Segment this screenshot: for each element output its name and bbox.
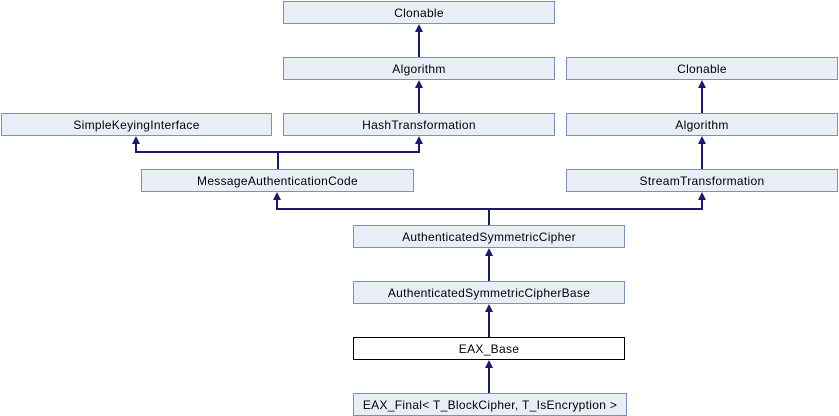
arrowhead-up-icon <box>485 360 493 368</box>
class-node-label: HashTransformation <box>362 117 476 132</box>
class-node-eaxfinal[interactable]: EAX_Final< T_BlockCipher, T_IsEncryption… <box>353 393 627 416</box>
class-node-hashtransformation[interactable]: HashTransformation <box>283 113 555 136</box>
arrowhead-up-icon <box>273 192 281 200</box>
class-node-clonable[interactable]: Clonable <box>283 1 555 24</box>
class-node-clonable2[interactable]: Clonable <box>566 57 838 80</box>
edge-line <box>701 86 703 113</box>
class-node-label: EAX_Base <box>458 341 520 356</box>
edge-line <box>418 30 420 57</box>
class-node-authenticatedsymmetriccipherbase[interactable]: AuthenticatedSymmetricCipherBase <box>353 281 625 304</box>
arrowhead-up-icon <box>698 136 706 144</box>
arrowhead-up-icon <box>132 136 140 144</box>
edge-line <box>276 198 278 210</box>
class-node-label: MessageAuthenticationCode <box>197 173 358 188</box>
class-node-label: Clonable <box>394 5 444 20</box>
edge-line <box>277 151 279 169</box>
class-node-label: Clonable <box>677 61 727 76</box>
arrowhead-up-icon <box>698 80 706 88</box>
class-node-algorithm[interactable]: Algorithm <box>283 57 555 80</box>
arrowhead-up-icon <box>698 192 706 200</box>
arrowhead-up-icon <box>415 136 423 144</box>
edge-line <box>135 142 137 153</box>
edge-line <box>488 366 490 393</box>
class-node-label: SimpleKeyingInterface <box>73 117 200 132</box>
class-node-eaxbase-current: EAX_Base <box>353 337 625 360</box>
class-node-label: Algorithm <box>392 61 446 76</box>
edge-line <box>488 310 490 337</box>
edge-line <box>418 86 420 113</box>
edge-line <box>488 254 490 281</box>
arrowhead-up-icon <box>485 248 493 256</box>
class-node-authenticatedsymmetriccipher[interactable]: AuthenticatedSymmetricCipher <box>353 225 625 248</box>
class-node-label: EAX_Final< T_BlockCipher, T_IsEncryption… <box>362 397 618 412</box>
class-node-label: AuthenticatedSymmetricCipher <box>402 229 576 244</box>
class-node-messageauthenticationcode[interactable]: MessageAuthenticationCode <box>141 169 414 192</box>
class-node-label: StreamTransformation <box>639 173 765 188</box>
arrowhead-up-icon <box>415 24 423 32</box>
edge-line <box>276 208 703 210</box>
class-node-algorithm2[interactable]: Algorithm <box>566 113 838 136</box>
edge-line <box>488 208 490 225</box>
class-node-label: Algorithm <box>675 117 729 132</box>
edge-line <box>701 198 703 210</box>
class-node-streamtransformation[interactable]: StreamTransformation <box>566 169 838 192</box>
arrowhead-up-icon <box>485 304 493 312</box>
arrowhead-up-icon <box>415 80 423 88</box>
edge-line <box>701 142 703 169</box>
edge-line <box>418 142 420 153</box>
edge-line <box>135 151 420 153</box>
class-node-simplekeyinginterface[interactable]: SimpleKeyingInterface <box>1 113 272 136</box>
class-node-label: AuthenticatedSymmetricCipherBase <box>387 285 591 300</box>
